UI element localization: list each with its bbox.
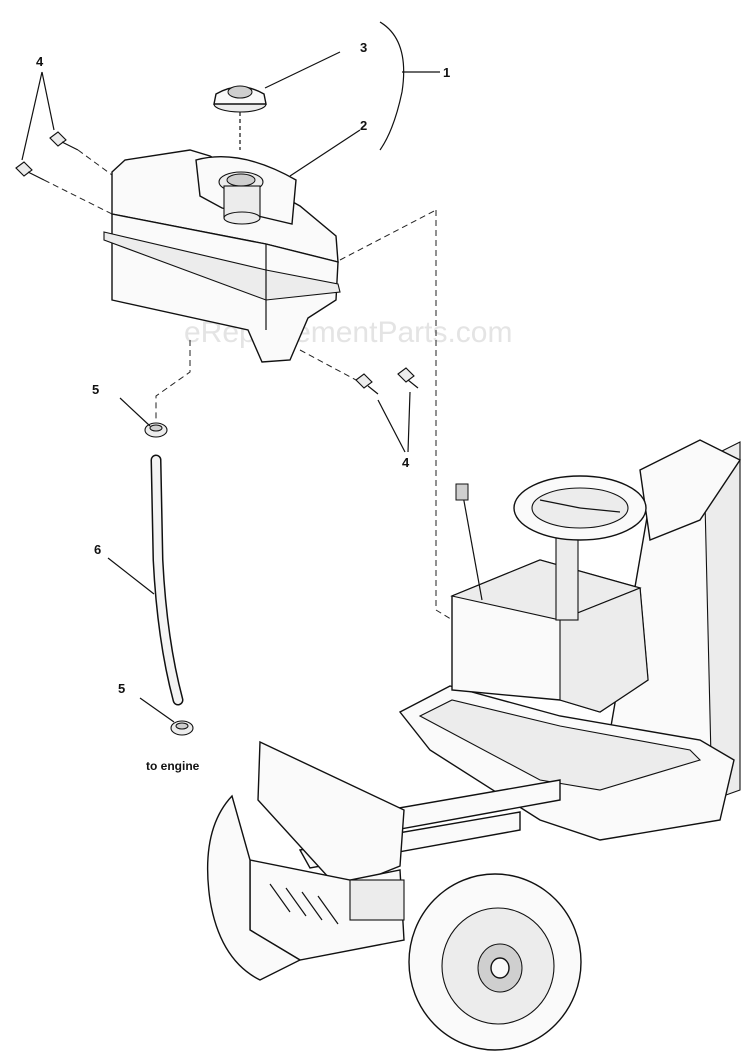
- callout-2: 2: [360, 118, 367, 133]
- to-engine-label: to engine: [146, 759, 200, 773]
- callout-5-bottom: 5: [118, 681, 125, 696]
- group-bracket: [379, 21, 405, 151]
- hose-clamp-bottom: [170, 720, 194, 736]
- callout-1: 1: [443, 65, 450, 80]
- fuel-cap: [213, 85, 267, 150]
- fuel-tank: [103, 149, 341, 363]
- callout-6: 6: [94, 542, 101, 557]
- callout-4-bottom: 4: [402, 455, 410, 470]
- grille-slots: [269, 883, 339, 925]
- lawn-tractor: [206, 439, 742, 1051]
- callout-5-top: 5: [92, 382, 99, 397]
- screw-top-b: [15, 161, 45, 181]
- screw-bottom-a: [355, 373, 379, 395]
- callout-3: 3: [360, 40, 367, 55]
- screw-top-a: [49, 131, 79, 151]
- screw-bottom-b: [397, 367, 419, 389]
- hose-clamp-top: [144, 422, 168, 438]
- callout-4-top: 4: [36, 54, 44, 69]
